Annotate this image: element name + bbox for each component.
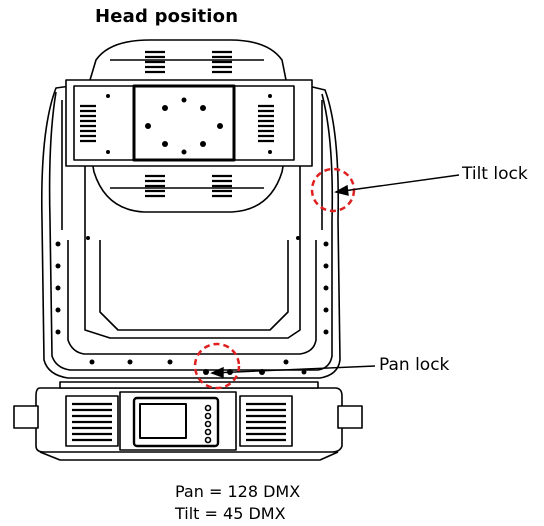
base — [13, 381, 363, 461]
moving-head — [65, 39, 313, 213]
pan-lock-arrow — [210, 365, 376, 378]
tilt-lock-label: Tilt lock — [462, 164, 528, 184]
pan-lock-highlight — [193, 342, 241, 390]
yoke-screws — [55, 236, 329, 375]
pan-value: Pan = 128 DMX — [175, 482, 301, 501]
pan-lock-label: Pan lock — [379, 355, 450, 375]
tilt-lock-arrow — [334, 174, 460, 196]
tilt-value: Tilt = 45 DMX — [175, 504, 286, 523]
diagram-title: Head position — [95, 6, 239, 27]
